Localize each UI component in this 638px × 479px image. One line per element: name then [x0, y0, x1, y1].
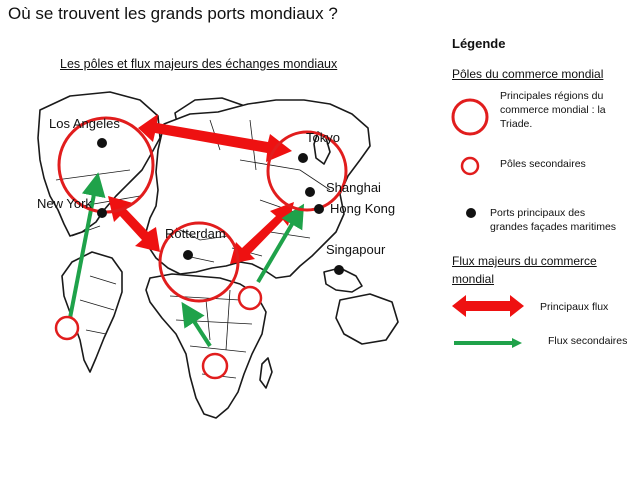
pole-circle-east-asia — [266, 130, 348, 212]
africa-shape — [145, 273, 267, 419]
port-dot-rotterdam — [183, 250, 193, 260]
city-label-rotterdam: Rotterdam — [165, 226, 226, 241]
australia-shape — [335, 293, 399, 345]
pole-circle-europe — [158, 221, 240, 303]
secondary-poles — [54, 285, 263, 380]
city-label-hong-kong: Hong Kong — [330, 201, 395, 216]
page-title: Où se trouvent les grands ports mondiaux… — [8, 4, 338, 23]
port-dot-shanghai — [305, 187, 315, 197]
map-title: Les pôles et flux majeurs des échanges m… — [60, 57, 338, 71]
secondary-flux-arrow-africa — [181, 301, 212, 348]
port-dot-tokyo — [298, 153, 308, 163]
city-label-shanghai: Shanghai — [326, 180, 381, 195]
legend-flux-heading: Flux majeurs du commerce mondial — [452, 254, 597, 286]
city-label-new-york: New York — [37, 196, 92, 211]
legend-triade-text: Principales régions du commerce mondial … — [500, 90, 606, 130]
secondary-flux-arrow-middle-east — [256, 203, 305, 284]
ports — [97, 138, 344, 275]
port-dot-singapour — [334, 265, 344, 275]
legend-ports-text: Ports principaux des grandes façades mar… — [490, 207, 617, 233]
port-dot-new-york — [97, 208, 107, 218]
city-label-los-angeles: Los Angeles — [49, 116, 120, 131]
legend-poles-heading: Pôles du commerce mondial — [452, 67, 604, 81]
secondary-flux-arrow-south-america — [68, 172, 106, 319]
secondary-pole-south-africa — [201, 352, 229, 380]
main-flux-arrow-rotterdam-asia — [230, 202, 294, 264]
legend-title: Légende — [452, 36, 506, 51]
madagascar-shape — [259, 357, 273, 389]
port-dot-hong-kong — [314, 204, 324, 214]
city-label-tokyo: Tokyo — [306, 130, 340, 145]
legend-main-flux-text: Principaux flux — [540, 301, 609, 313]
secondary-flux-arrows — [68, 172, 305, 348]
secondary-pole-middle-east — [237, 285, 263, 311]
city-label-singapour: Singapour — [326, 242, 386, 257]
secondary-pole-south-america — [54, 315, 80, 341]
main-flux-arrow-la-tokyo — [138, 114, 292, 162]
port-dot-los-angeles — [97, 138, 107, 148]
legend-secondary-poles-text: Pôles secondaires — [500, 158, 586, 170]
legend-secondary-flux-text: Flux secondaires — [548, 335, 628, 347]
